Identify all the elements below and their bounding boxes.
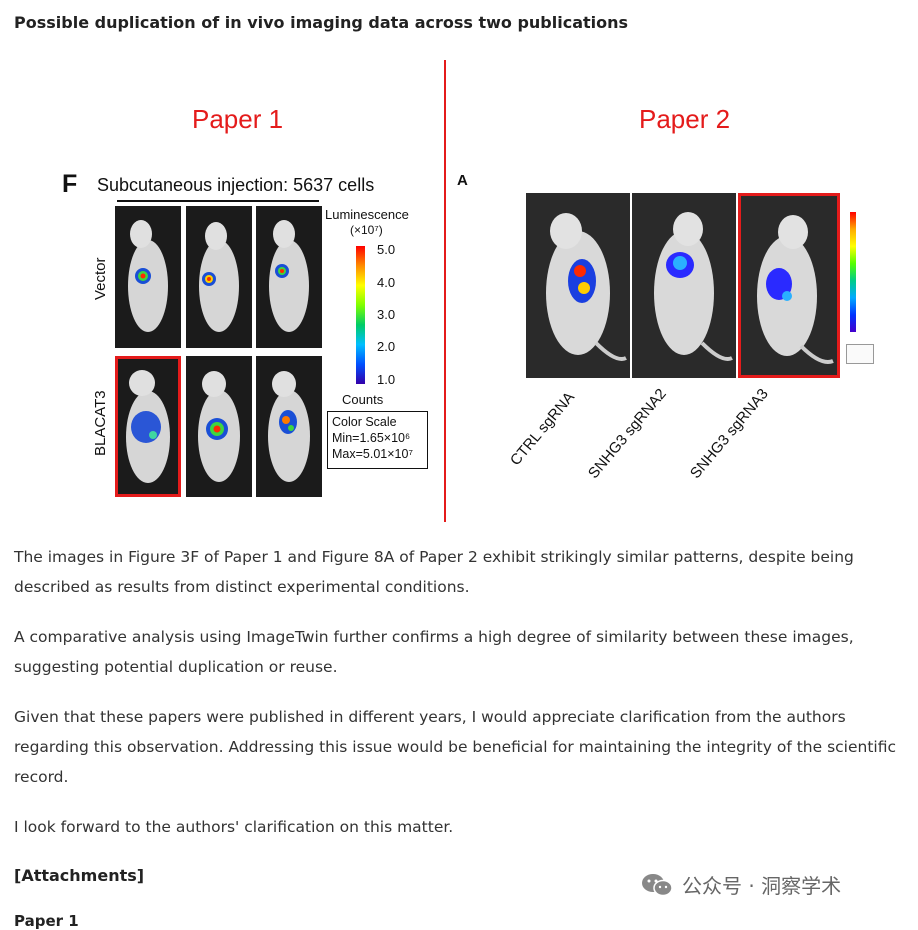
watermark-text: 公众号 · 洞察学术 (682, 874, 842, 898)
paper1-label: Paper 1 (192, 104, 284, 134)
mini-legend-box (846, 344, 874, 364)
color-scale-box: Color Scale Min=1.65×10⁶ Max=5.01×10⁷ (327, 411, 428, 469)
column-label-sgrna2: SNHG3 sgRNA2 (584, 385, 670, 482)
tick-label: 5.0 (377, 242, 396, 257)
tick-label: 3.0 (377, 307, 396, 322)
color-bar (356, 246, 365, 384)
row-label-vector: Vector (92, 257, 109, 300)
mouse-image-blacat3-3 (256, 356, 322, 497)
tick-label: 4.0 (377, 275, 396, 290)
mouse-image-blacat3-1 (115, 356, 181, 497)
paragraph-3: Given that these papers were published i… (14, 708, 897, 786)
color-scale-title: Color Scale (332, 415, 397, 429)
paragraph-1: The images in Figure 3F of Paper 1 and F… (14, 548, 854, 596)
color-scale-max: Max=5.01×10⁷ (332, 447, 413, 461)
luminescence-unit: (×10⁷) (350, 223, 383, 237)
mouse-image-sgrna2 (632, 193, 736, 378)
cut-off-heading: Paper 1 (14, 912, 79, 930)
figure-divider (444, 60, 446, 522)
mouse-image-vector-3 (256, 206, 322, 348)
counts-label: Counts (342, 392, 384, 407)
watermark: 公众号 · 洞察学术 (640, 870, 841, 899)
mouse-image-ctrl (526, 193, 630, 378)
mouse-image-vector-1 (115, 206, 181, 348)
tick-label: 1.0 (377, 372, 396, 387)
row-label-blacat3: BLACAT3 (92, 390, 109, 456)
column-label-sgrna3: SNHG3 sgRNA3 (686, 385, 772, 482)
paragraph-4: I look forward to the authors' clarifica… (14, 818, 454, 836)
luminescence-label: Luminescence (325, 207, 409, 222)
attachments-heading: [Attachments] (14, 866, 145, 885)
paper2-label: Paper 2 (639, 104, 731, 134)
mini-color-bar (850, 212, 856, 332)
page-title: Possible duplication of in vivo imaging … (14, 13, 629, 32)
wechat-icon (640, 873, 674, 897)
paper1-figure-heading: Subcutaneous injection: 5637 cells (97, 175, 375, 195)
mouse-image-vector-2 (186, 206, 252, 348)
tick-label: 2.0 (377, 339, 396, 354)
paragraph-2: A comparative analysis using ImageTwin f… (14, 628, 854, 676)
color-scale-min: Min=1.65×10⁶ (332, 431, 411, 445)
mouse-image-sgrna3 (738, 193, 840, 378)
heading-underline (117, 200, 319, 202)
panel-f-letter: F (62, 170, 78, 198)
column-label-ctrl: CTRL sgRNA (506, 388, 579, 469)
mouse-image-blacat3-2 (186, 356, 252, 497)
panel-a-letter: A (457, 172, 468, 189)
